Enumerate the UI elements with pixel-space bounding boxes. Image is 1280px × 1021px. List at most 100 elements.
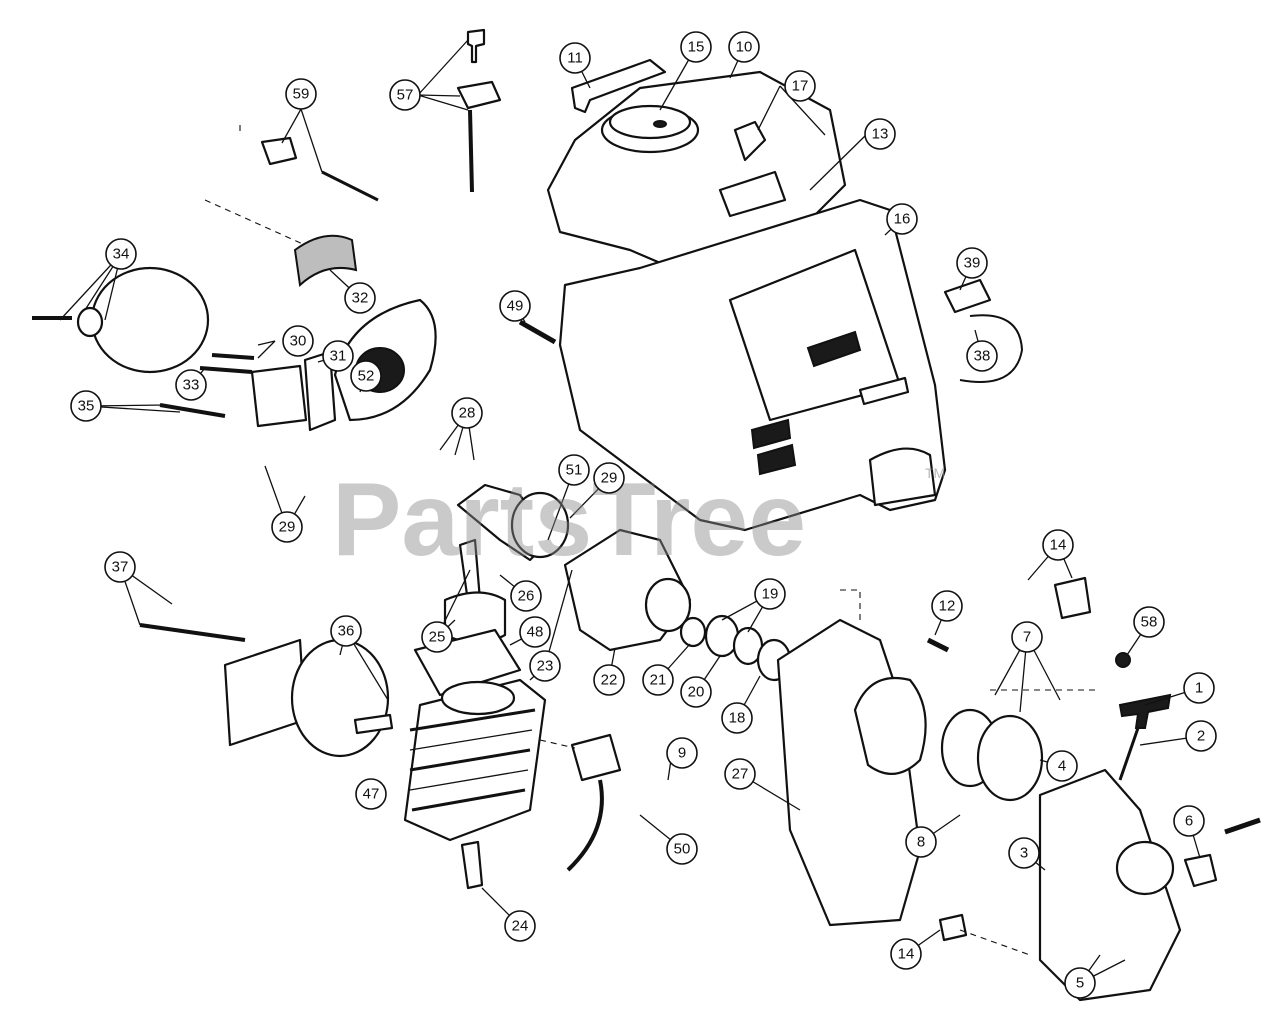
assembly-line-6 (539, 739, 576, 749)
svg-text:24: 24 (512, 918, 529, 935)
muffler-tab (353, 713, 394, 735)
callout-12[interactable]: 12 (931, 590, 963, 622)
callout-51[interactable]: 51 (558, 454, 590, 486)
callout-52[interactable]: 52 (350, 360, 382, 392)
assembly-line-5 (959, 929, 1031, 956)
svg-text:5: 5 (1076, 975, 1084, 992)
svg-text:32: 32 (352, 290, 369, 307)
callout-10[interactable]: 10 (728, 31, 760, 63)
callout-32[interactable]: 32 (344, 282, 376, 314)
svg-text:29: 29 (279, 519, 296, 536)
svg-text:35: 35 (78, 398, 95, 415)
callout-6[interactable]: 6 (1173, 805, 1205, 837)
callout-57[interactable]: 57 (389, 79, 421, 111)
gasket-31 (303, 350, 337, 432)
callout-21[interactable]: 21 (642, 664, 674, 696)
callout-20[interactable]: 20 (680, 676, 712, 708)
svg-text:31: 31 (330, 348, 347, 365)
callout-15[interactable]: 15 (680, 31, 712, 63)
callout-27[interactable]: 27 (724, 758, 756, 790)
callout-14-bottom[interactable]: 14 (890, 938, 922, 970)
callout-33[interactable]: 33 (175, 369, 207, 401)
callout-39[interactable]: 39 (956, 247, 988, 279)
callout-18[interactable]: 18 (721, 702, 753, 734)
svg-text:25: 25 (429, 629, 446, 646)
callout-38[interactable]: 38 (966, 340, 998, 372)
seal-21 (679, 616, 707, 648)
callout-31[interactable]: 31 (322, 340, 354, 372)
svg-text:10: 10 (736, 39, 753, 56)
callout-29-upper[interactable]: 29 (593, 462, 625, 494)
callout-37[interactable]: 37 (104, 551, 136, 583)
crankcase-bore (644, 577, 692, 633)
muffler (290, 638, 390, 758)
callout-35[interactable]: 35 (70, 390, 102, 422)
starter-bore (1115, 840, 1175, 896)
callout-24[interactable]: 24 (504, 910, 536, 942)
callout-58[interactable]: 58 (1133, 606, 1165, 638)
svg-text:50: 50 (674, 841, 691, 858)
svg-text:38: 38 (974, 348, 991, 365)
callout-23[interactable]: 23 (529, 650, 561, 682)
callout-8[interactable]: 8 (905, 826, 937, 858)
assembly-line-3 (840, 589, 861, 620)
callout-9[interactable]: 9 (666, 737, 698, 769)
callout-48[interactable]: 48 (519, 616, 551, 648)
callout-3[interactable]: 3 (1008, 837, 1040, 869)
svg-text:48: 48 (527, 624, 544, 641)
callout-22[interactable]: 22 (593, 664, 625, 696)
bolt-35 (159, 403, 226, 418)
flywheel (853, 676, 927, 775)
callout-36[interactable]: 36 (330, 615, 362, 647)
screw-30 (211, 353, 255, 360)
bolt-49 (518, 319, 557, 345)
callout-13[interactable]: 13 (864, 118, 896, 150)
callout-25[interactable]: 25 (421, 621, 453, 653)
callout-5[interactable]: 5 (1064, 967, 1096, 999)
svg-text:26: 26 (518, 588, 535, 605)
watermark-trademark: TM (925, 465, 945, 481)
callout-2[interactable]: 2 (1185, 720, 1217, 752)
recoil-spring (976, 714, 1044, 802)
starter-rope (1118, 727, 1140, 781)
callout-28[interactable]: 28 (451, 397, 483, 429)
air-cleaner-cover (90, 266, 210, 374)
callout-11[interactable]: 11 (559, 42, 591, 74)
bearing-19 (704, 614, 740, 658)
callout-1[interactable]: 1 (1183, 672, 1215, 704)
callout-49[interactable]: 49 (499, 290, 531, 322)
svg-text:22: 22 (601, 672, 618, 689)
callout-47[interactable]: 47 (355, 778, 387, 810)
svg-text:57: 57 (397, 87, 414, 104)
svg-text:37: 37 (112, 559, 129, 576)
callout-59[interactable]: 59 (285, 78, 317, 110)
callout-34[interactable]: 34 (105, 238, 137, 270)
svg-text:27: 27 (732, 766, 749, 783)
bolt-37 (139, 623, 246, 642)
callout-7[interactable]: 7 (1011, 621, 1043, 653)
svg-text:14: 14 (898, 946, 915, 963)
assembly-line-1 (204, 199, 306, 246)
callout-29[interactable]: 29 (271, 511, 303, 543)
svg-text:23: 23 (537, 658, 554, 675)
svg-text:11: 11 (567, 50, 583, 67)
callout-4[interactable]: 4 (1046, 750, 1078, 782)
ignition-coil (570, 733, 622, 782)
callout-50[interactable]: 50 (666, 833, 698, 865)
callout-19[interactable]: 19 (754, 578, 786, 610)
svg-text:8: 8 (917, 834, 925, 851)
callout-30[interactable]: 30 (282, 325, 314, 357)
callout-17[interactable]: 17 (784, 70, 816, 102)
callout-16[interactable]: 16 (886, 203, 918, 235)
bolt-6 (1224, 817, 1261, 835)
svg-text:9: 9 (678, 745, 686, 762)
svg-text:12: 12 (939, 598, 956, 615)
svg-text:47: 47 (363, 786, 380, 803)
callout-14-top[interactable]: 14 (1042, 529, 1074, 561)
latch-6 (1183, 853, 1218, 888)
svg-text:33: 33 (183, 377, 200, 394)
callout-26[interactable]: 26 (510, 580, 542, 612)
starter-handle (1118, 693, 1172, 729)
clip-14-top (1053, 576, 1092, 620)
